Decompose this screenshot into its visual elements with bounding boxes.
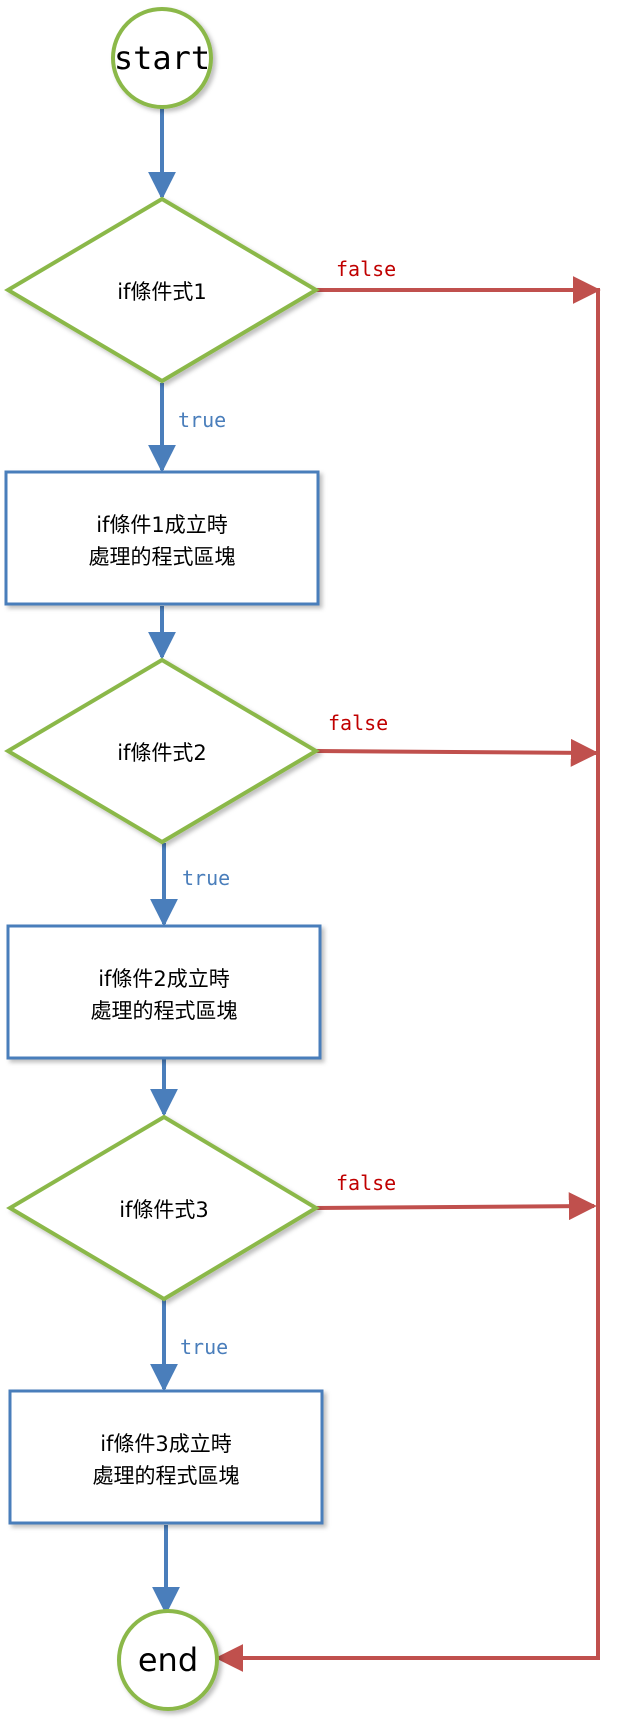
true-label-1: true — [178, 408, 226, 432]
end-node: end — [117, 1609, 219, 1711]
condition2-node: if條件式2 — [4, 657, 320, 845]
true-label-3: true — [180, 1335, 228, 1359]
false-label-1: false — [336, 257, 396, 281]
start-node-label: start — [114, 39, 210, 77]
block2-node: if條件2成立時 處理的程式區塊 — [6, 924, 322, 1060]
block3-line1: if條件3成立時 — [100, 1432, 232, 1456]
condition1-label: if條件式1 — [117, 280, 207, 304]
flow-condition3-false — [315, 1192, 597, 1221]
block1-line2: 處理的程式區塊 — [89, 545, 236, 569]
block2-line1: if條件2成立時 — [98, 967, 230, 991]
block1-node: if條件1成立時 處理的程式區塊 — [4, 470, 320, 606]
condition3-label: if條件式3 — [119, 1198, 209, 1222]
condition1-node: if條件式1 — [4, 196, 320, 384]
start-node: start — [111, 7, 213, 109]
false-label-2: false — [328, 711, 388, 735]
block2-line2: 處理的程式區塊 — [91, 999, 238, 1023]
block3-node: if條件3成立時 處理的程式區塊 — [8, 1389, 324, 1525]
false-label-3: false — [336, 1171, 396, 1195]
condition2-label: if條件式2 — [117, 741, 207, 765]
end-node-label: end — [138, 1641, 198, 1679]
block3-line2: 處理的程式區塊 — [93, 1464, 240, 1488]
block1-line1: if條件1成立時 — [96, 513, 228, 537]
true-label-2: true — [182, 866, 230, 890]
flow-condition2-false — [315, 738, 599, 767]
condition3-node: if條件式3 — [6, 1114, 320, 1302]
